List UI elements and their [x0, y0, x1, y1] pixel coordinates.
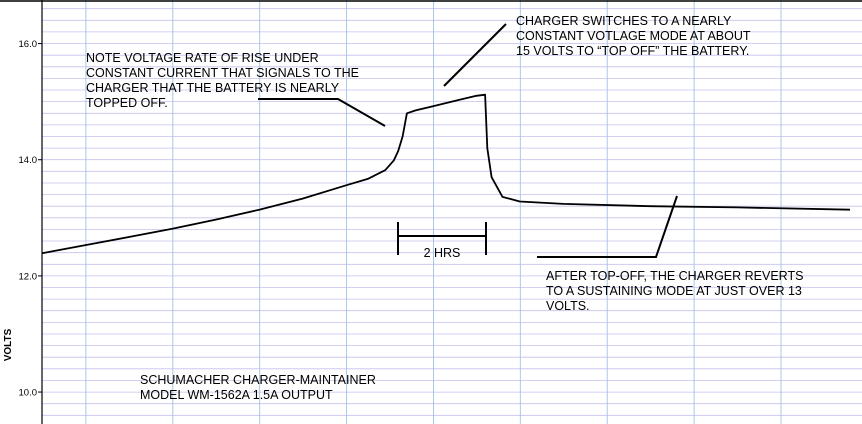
y-tick-label: 10.0: [19, 388, 38, 399]
leader-rise: [258, 98, 386, 127]
y-axis-label: VOLTS: [3, 328, 14, 361]
scale-bar-label: 2 HRS: [424, 246, 461, 260]
annotation-model-line: SCHUMACHER CHARGER-MAINTAINER: [140, 373, 376, 387]
annotation-rise: NOTE VOLTAGE RATE OF RISE UNDER CONSTANT…: [86, 51, 362, 110]
leader-maintain: [537, 195, 678, 258]
scale-bar: 2 HRS: [397, 222, 487, 260]
y-ticks: 16.0 14.0 12.0 10.0: [19, 39, 42, 399]
leader-switch: [443, 23, 507, 87]
annotation-rise-line: CONSTANT CURRENT THAT SIGNALS TO THE: [86, 66, 359, 80]
annotation-rise-line: TOPPED OFF.: [86, 96, 168, 110]
annotation-switch-line: 15 VOLTS TO “TOP OFF” THE BATTERY.: [516, 44, 749, 58]
voltage-series-line: [41, 93, 851, 255]
annotation-rise-line: NOTE VOLTAGE RATE OF RISE UNDER: [86, 51, 319, 65]
annotation-maintain-line: TO A SUSTAINING MODE AT JUST OVER 13: [546, 284, 802, 298]
grid: [42, 0, 862, 424]
annotation-switch: CHARGER SWITCHES TO A NEARLY CONSTANT VO…: [516, 14, 754, 58]
annotation-maintain: AFTER TOP-OFF, THE CHARGER REVERTS TO A …: [546, 269, 807, 313]
y-tick-label: 16.0: [19, 39, 38, 50]
annotation-maintain-line: AFTER TOP-OFF, THE CHARGER REVERTS: [546, 269, 803, 283]
annotation-rise-line: CHARGER THAT THE BATTERY IS NEARLY: [86, 81, 340, 95]
annotation-switch-line: CONSTANT VOTLAGE MODE AT ABOUT: [516, 29, 751, 43]
y-tick-label: 14.0: [19, 155, 38, 166]
annotation-switch-line: CHARGER SWITCHES TO A NEARLY: [516, 14, 732, 28]
annotation-model: SCHUMACHER CHARGER-MAINTAINER MODEL WM-1…: [140, 373, 379, 402]
annotation-maintain-line: VOLTS.: [546, 299, 590, 313]
annotation-model-line: MODEL WM-1562A 1.5A OUTPUT: [140, 388, 333, 402]
y-tick-label: 12.0: [19, 271, 38, 282]
